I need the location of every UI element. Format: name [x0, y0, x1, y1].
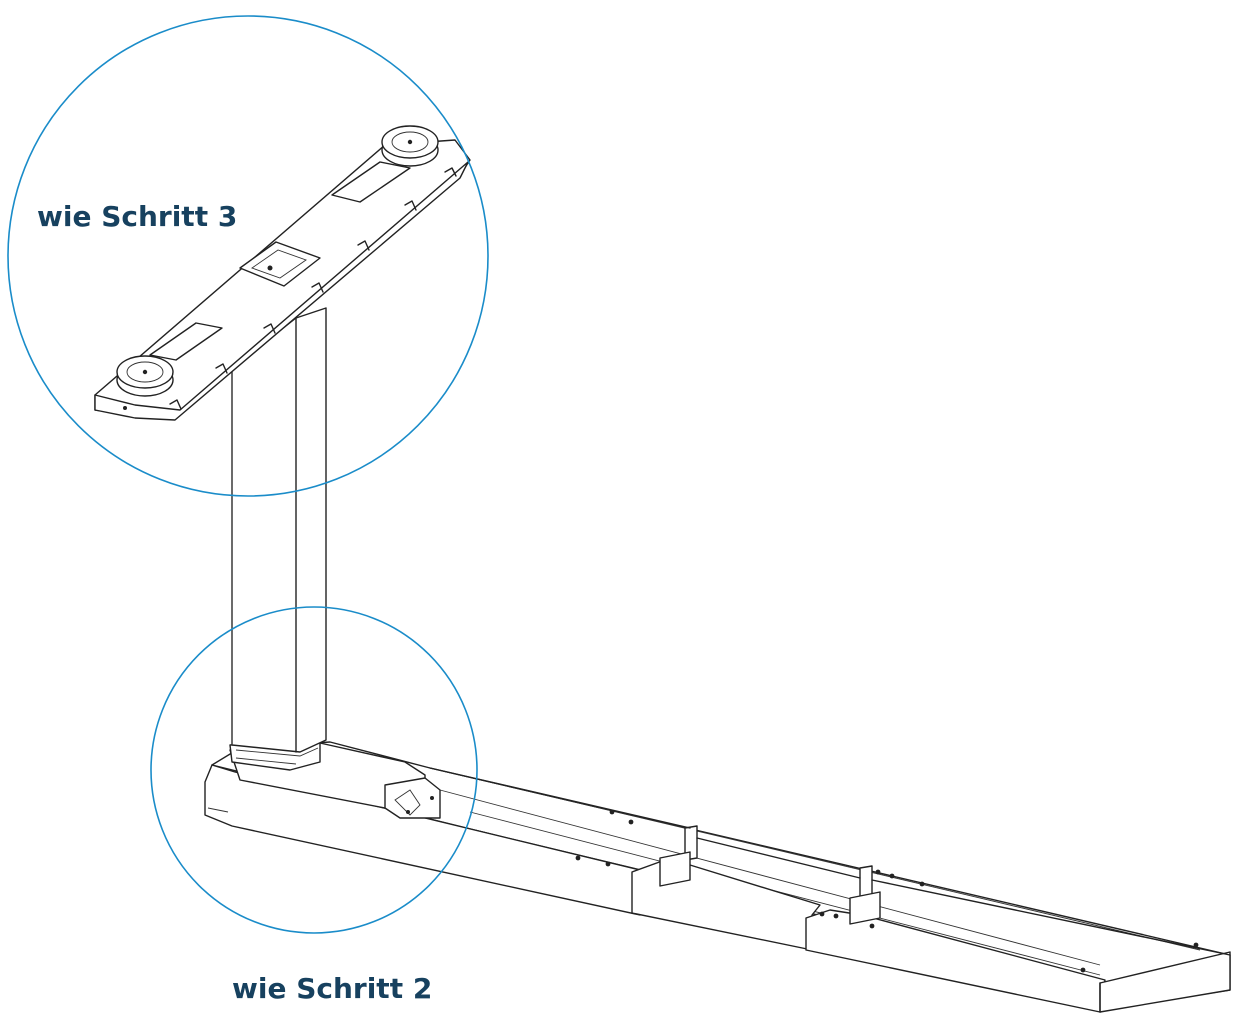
top-crossbar — [94, 125, 471, 421]
callout-circle-top — [7, 15, 489, 497]
leveling-knob-left — [116, 355, 174, 397]
lifting-column — [231, 307, 327, 753]
base-frame-rail — [204, 741, 1231, 1013]
callout-label-bottom: wie Schritt 2 — [232, 972, 433, 1005]
callout-circle-bottom — [150, 606, 478, 934]
callout-label-top: wie Schritt 3 — [37, 200, 238, 233]
leveling-knob-right — [381, 125, 439, 167]
